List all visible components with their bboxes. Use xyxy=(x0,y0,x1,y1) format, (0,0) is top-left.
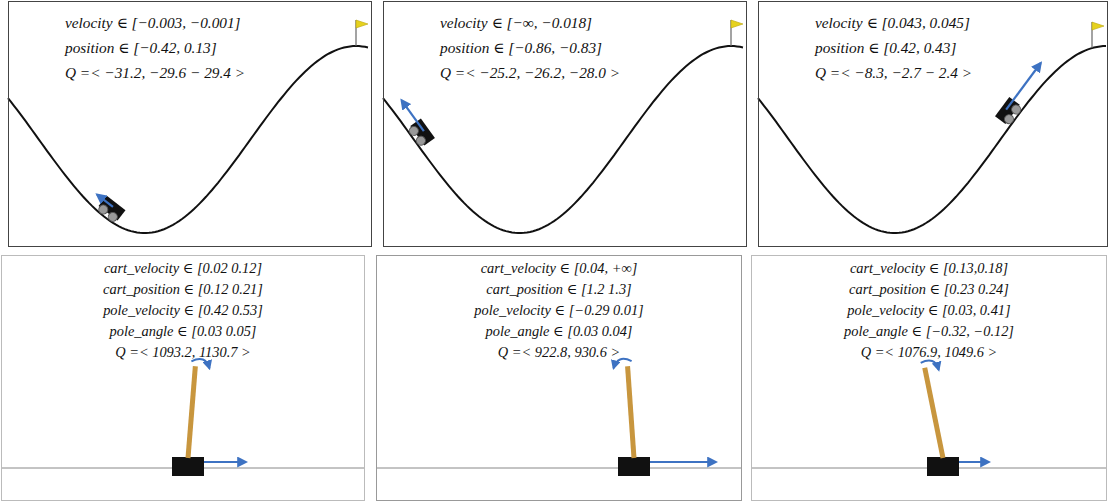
velocity-arrow xyxy=(97,195,113,207)
velocity-arrow xyxy=(1006,63,1041,110)
car xyxy=(995,60,1051,127)
panel-text: pole_angle ∈ [−0.32, −0.12] xyxy=(752,321,1106,342)
cartpole-scene xyxy=(1,359,365,476)
goal-flag xyxy=(1092,22,1104,30)
panel-text: Q =< 1093.2, 1130.7 > xyxy=(2,342,364,363)
panel-text: cart_position ∈ [0.23 0.24] xyxy=(752,279,1106,300)
cart xyxy=(927,457,959,476)
goal-flag xyxy=(731,20,743,28)
panel-text: Q =< −25.2, −26.2, −28.0 > xyxy=(440,60,746,85)
pole-rotation-arrow xyxy=(614,359,632,368)
goal-flag xyxy=(356,20,368,28)
mountain-car-panel: velocity ∈ [−∞, −0.018]position ∈ [−0.86… xyxy=(383,1,747,247)
panel-text: position ∈ [0.42, 0.43] xyxy=(815,35,1107,60)
pole xyxy=(925,368,943,458)
panel-text: pole_velocity ∈ [−0.29 0.01] xyxy=(377,300,741,321)
cart xyxy=(172,457,204,476)
panel-text: pole_velocity ∈ [0.42 0.53] xyxy=(2,300,364,321)
panel-text: velocity ∈ [−0.003, −0.001] xyxy=(65,10,371,35)
panel-text: cart_velocity ∈ [0.13,0.18] xyxy=(752,258,1106,279)
car-wheel xyxy=(1010,103,1023,116)
panel-text: Q =< 1076.9, 1049.6 > xyxy=(752,342,1106,363)
car-wheel xyxy=(415,134,428,147)
car xyxy=(391,97,434,148)
cartpole-panel: cart_velocity ∈ [0.13,0.18]cart_position… xyxy=(751,255,1107,501)
pole xyxy=(188,366,195,458)
mountain-car-panel: velocity ∈ [−0.003, −0.001]position ∈ [−… xyxy=(8,1,372,247)
mountain-car-scene xyxy=(758,22,1106,233)
panel-text: velocity ∈ [0.043, 0.045] xyxy=(815,10,1107,35)
pole-rotation-arrow xyxy=(921,360,939,369)
cartpole-panel: cart_velocity ∈ [0.04, +∞]cart_position … xyxy=(376,255,742,501)
car-wheel xyxy=(97,203,110,216)
panel-text: Q =< −31.2, −29.6 − 29.4 > xyxy=(65,60,371,85)
panel-text: cart_position ∈ [1.2 1.3] xyxy=(377,279,741,300)
panel-text: cart_velocity ∈ [0.02 0.12] xyxy=(2,258,364,279)
panel-text: cart_velocity ∈ [0.04, +∞] xyxy=(377,258,741,279)
cartpole-scene xyxy=(376,359,742,476)
car-wheel xyxy=(1003,113,1016,126)
track-line xyxy=(376,468,742,469)
panel-text: Q =< 922.8, 930.6 > xyxy=(377,342,741,363)
panel-text: Q =< −8.3, −2.7 − 2.4 > xyxy=(815,60,1107,85)
cart xyxy=(618,457,650,476)
panel-text: position ∈ [−0.86, −0.83] xyxy=(440,35,746,60)
hill-curve xyxy=(758,46,1106,233)
car-wheel xyxy=(408,125,421,138)
pole-rotation-arrow xyxy=(191,359,209,368)
panel-text: cart_position ∈ [0.12 0.21] xyxy=(2,279,364,300)
car-wheel xyxy=(106,211,119,224)
cartpole-panel: cart_velocity ∈ [0.02 0.12]cart_position… xyxy=(1,255,365,501)
panel-text: pole_velocity ∈ [0.03, 0.41] xyxy=(752,300,1106,321)
pole xyxy=(628,366,634,458)
panel-text: pole_angle ∈ [0.03 0.05] xyxy=(2,321,364,342)
cartpole-scene xyxy=(751,360,1107,476)
panel-text: velocity ∈ [−∞, −0.018] xyxy=(440,10,746,35)
mountain-car-panel: velocity ∈ [0.043, 0.045]position ∈ [0.4… xyxy=(758,1,1108,247)
car xyxy=(89,191,125,224)
panel-text: position ∈ [−0.42, 0.13] xyxy=(65,35,371,60)
panel-text: pole_angle ∈ [0.03 0.04] xyxy=(377,321,741,342)
velocity-arrow xyxy=(402,100,424,131)
